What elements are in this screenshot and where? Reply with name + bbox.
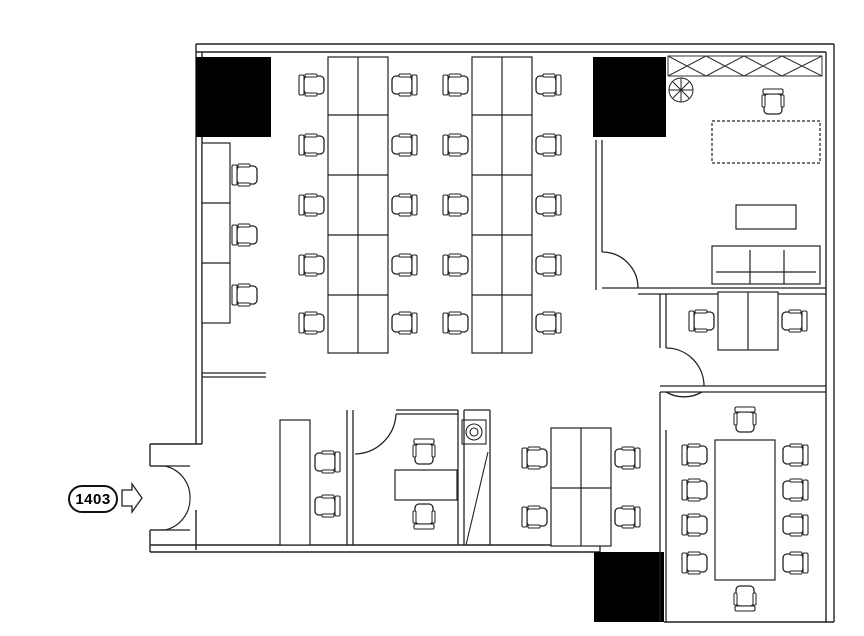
small-office-desk — [394, 469, 458, 501]
unit-number-label: 1403 — [75, 490, 111, 508]
entry-door — [164, 465, 191, 531]
conference-table — [714, 439, 776, 581]
executive-desk — [711, 120, 821, 230]
manager-desk — [717, 291, 779, 351]
open-desk-cluster-2 — [471, 56, 533, 354]
lower-left-counter — [279, 419, 311, 546]
left-counter — [201, 142, 231, 324]
window-strip — [667, 55, 823, 77]
structural-columns — [196, 57, 666, 622]
unit-number-tag: 1403 — [68, 485, 118, 513]
lower-desk-cluster — [550, 427, 612, 547]
entry-arrow-icon — [121, 481, 143, 515]
open-desk-cluster-1 — [327, 56, 389, 354]
plant-icon — [668, 77, 694, 103]
extinguisher-icon — [461, 419, 489, 546]
sofa — [711, 245, 821, 285]
